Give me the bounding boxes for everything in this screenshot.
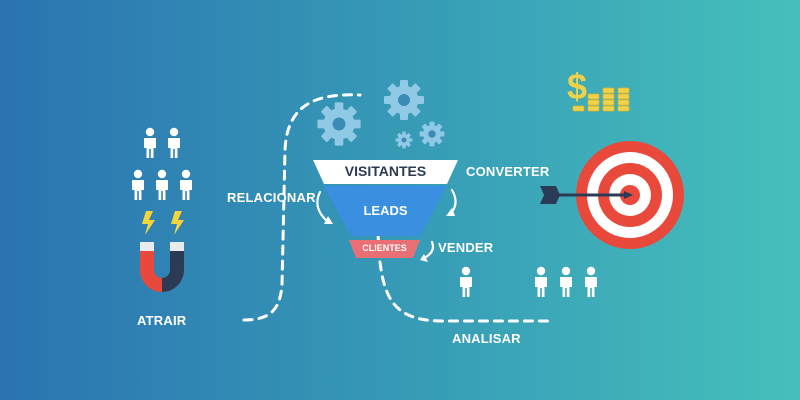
person-icon — [156, 169, 168, 200]
gear-icon — [419, 121, 445, 147]
person-icon — [560, 266, 572, 297]
person-icon — [168, 127, 180, 158]
funnel-bottom-band — [349, 240, 420, 258]
gear-icon — [317, 102, 361, 146]
gear-cluster — [317, 80, 445, 149]
person-icon — [535, 266, 547, 297]
lightning-icon — [142, 211, 184, 235]
gear-icon — [395, 131, 413, 149]
funnel-middle-band — [324, 186, 447, 236]
people-group-sell — [460, 266, 472, 297]
stage-label-vender: VENDER — [438, 240, 494, 255]
person-icon — [585, 266, 597, 297]
funnel-top-band — [313, 160, 458, 184]
funnel-label-leads: LEADS — [363, 203, 408, 218]
stage-label-converter: CONVERTER — [466, 164, 550, 179]
arrowheads — [324, 208, 455, 262]
curve-arrow-icon — [316, 190, 330, 224]
stage-label-atrair: ATRAIR — [137, 313, 187, 328]
coin-stack-icon — [572, 87, 630, 112]
curve-arrow-icon — [422, 240, 435, 260]
funnel-label-clientes: CLIENTES — [362, 243, 407, 253]
person-icon — [180, 169, 192, 200]
stage-label-relacionar: RELACIONAR — [227, 190, 316, 205]
person-icon — [460, 266, 472, 297]
money-icon — [572, 87, 630, 112]
person-icon — [132, 169, 144, 200]
arrow-icon — [540, 186, 633, 204]
people-group-attract — [132, 127, 192, 200]
gear-icon — [384, 80, 424, 120]
people-group-analyze — [535, 266, 597, 297]
dollar-icon: $ — [567, 66, 588, 107]
magnet-icon — [140, 242, 184, 292]
funnel-label-visitantes: VISITANTES — [344, 163, 427, 179]
person-icon — [144, 127, 156, 158]
stage-label-analisar: ANALISAR — [452, 331, 521, 346]
funnel — [313, 160, 458, 258]
